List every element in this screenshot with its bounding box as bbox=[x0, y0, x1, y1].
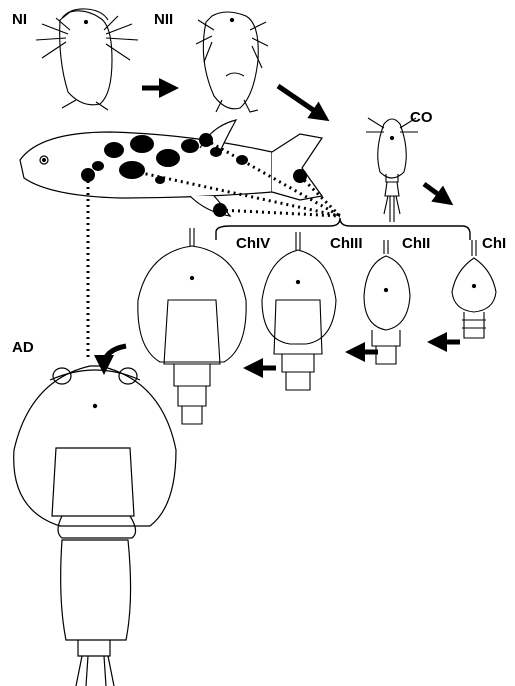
label-chalimus-3: ChIII bbox=[330, 236, 363, 251]
label-adult: AD bbox=[12, 340, 34, 355]
label-copepodid: CO bbox=[410, 110, 433, 125]
label-nauplius-2: NII bbox=[154, 12, 173, 27]
label-chalimus-1: ChI bbox=[482, 236, 506, 251]
label-chalimus-4: ChIV bbox=[236, 236, 270, 251]
adult-figure bbox=[14, 366, 176, 686]
nauplius-2-figure bbox=[196, 12, 268, 112]
label-nauplius-1: NI bbox=[12, 12, 27, 27]
nauplius-1-figure bbox=[36, 9, 138, 110]
stage-arrows bbox=[104, 86, 460, 368]
chalimus-2-figure bbox=[364, 240, 410, 364]
fish-host-figure bbox=[20, 120, 322, 217]
chalimus-4-figure bbox=[138, 228, 246, 424]
chalimus-1-figure bbox=[452, 240, 496, 338]
label-chalimus-2: ChII bbox=[402, 236, 430, 251]
copepodid-figure bbox=[366, 118, 418, 222]
